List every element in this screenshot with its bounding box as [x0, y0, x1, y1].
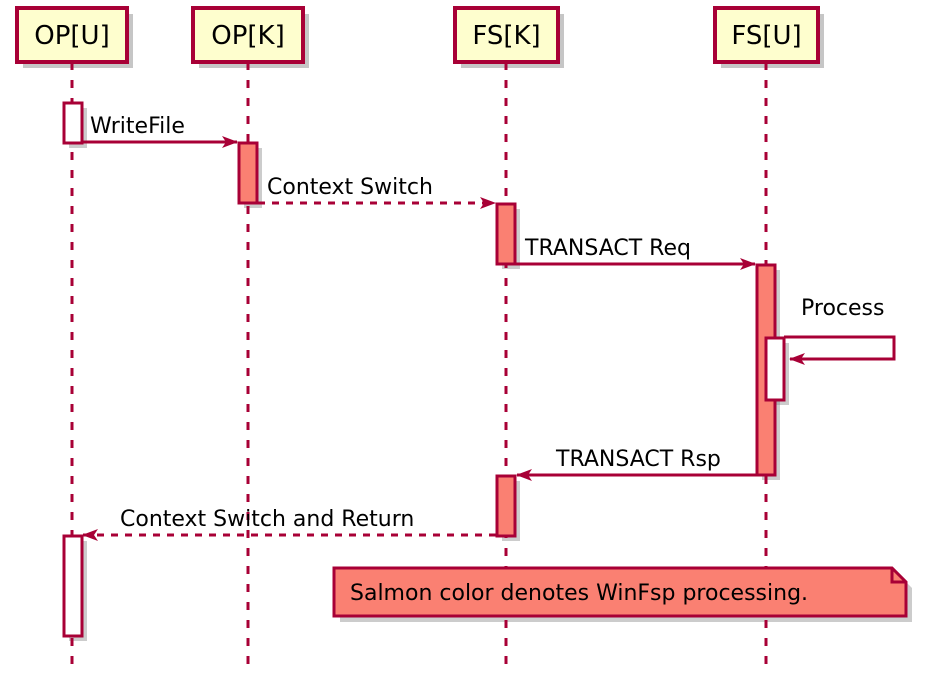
- participant-label-opk: OP[K]: [211, 21, 284, 51]
- note-fold-corner-icon: [890, 568, 906, 584]
- message-label-m4: Process: [801, 296, 884, 321]
- participant-box-fsk[interactable]: [453, 6, 560, 64]
- activation-bar-a1[interactable]: [62, 101, 84, 145]
- activation-bar-a7[interactable]: [62, 534, 84, 638]
- shadow-layer: [23, 14, 912, 641]
- note-text: Salmon color denotes WinFsp processing.: [350, 581, 808, 606]
- note-layer: Salmon color denotes WinFsp processing.: [332, 566, 908, 618]
- activation-bar-a2[interactable]: [237, 141, 259, 205]
- participant-label-opu: OP[U]: [34, 21, 109, 51]
- activation-bar-a6[interactable]: [495, 474, 517, 538]
- message-label-m3: TRANSACT Req: [524, 236, 691, 261]
- activation-bar-a3[interactable]: [495, 202, 517, 266]
- participant-box-opu[interactable]: [15, 6, 129, 64]
- message-label-m2: Context Switch: [267, 175, 433, 200]
- message-label-m5: TRANSACT Rsp: [555, 447, 721, 472]
- participant-box-opk[interactable]: [191, 6, 305, 64]
- participant-label-fsk: FS[K]: [472, 21, 540, 51]
- participant-box-fsu[interactable]: [713, 6, 820, 64]
- message-label-m6: Context Switch and Return: [120, 507, 414, 532]
- participant-label-fsu: FS[U]: [731, 21, 801, 51]
- arrow-layer: [82, 136, 896, 541]
- note-box[interactable]: [332, 566, 908, 618]
- activation-bar-a5[interactable]: [764, 336, 786, 402]
- message-arrow-m4[interactable]: [784, 335, 896, 365]
- message-label-m1: WriteFile: [90, 114, 185, 139]
- activation-layer: [62, 101, 786, 638]
- participant-layer: OP[U] OP[K] FS[K] FS[U]: [15, 6, 820, 64]
